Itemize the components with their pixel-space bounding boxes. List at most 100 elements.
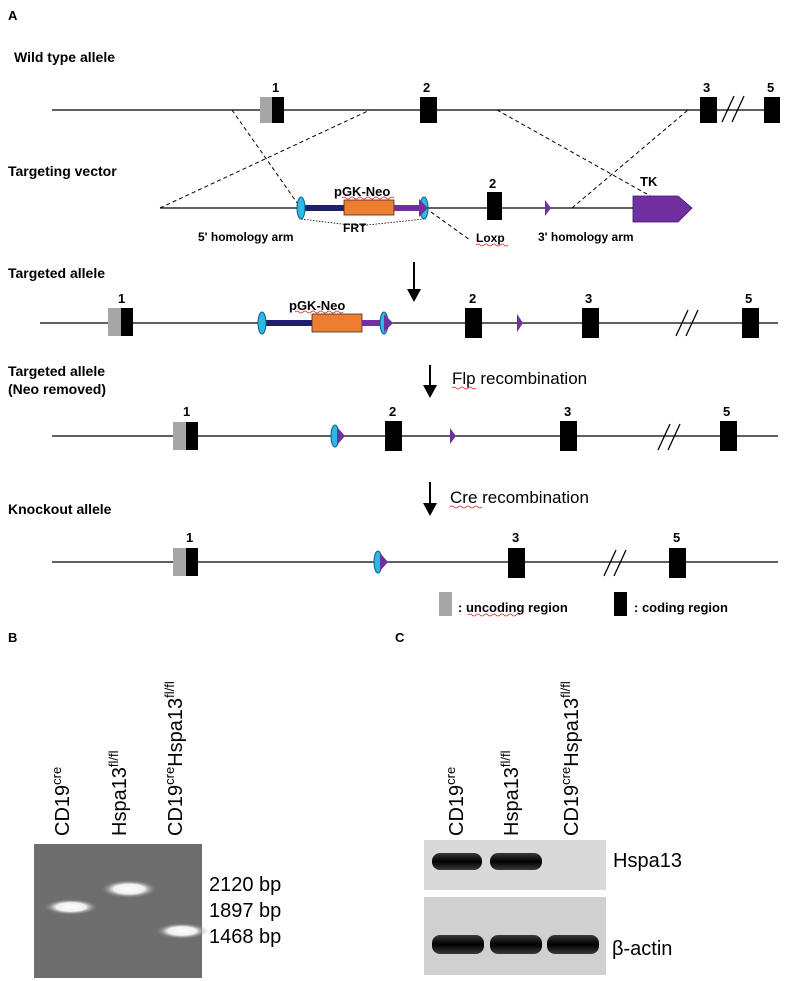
ta-exon5: [742, 308, 759, 338]
loxp-site-2-icon: [545, 200, 551, 216]
nr-exon2: [385, 421, 402, 451]
frt-dotted-bracket: [300, 218, 425, 227]
frt-site-left-icon: [296, 196, 306, 220]
ta-exon1-number: 1: [118, 291, 125, 306]
blot-hspa13-lane1-band: [432, 853, 482, 870]
vector-label-neo: pGK-Neo: [334, 184, 390, 199]
panel-b-lane-1-label: CD19cre: [49, 767, 74, 836]
legend-coding-swatch: [614, 592, 627, 616]
legend: : uncoding region : coding region: [439, 592, 728, 617]
marker-1897: 1897 bp: [209, 900, 281, 922]
vector-exon2-number: 2: [489, 176, 496, 191]
panel-c-lane-labels: CD19cre Hspa13fl/fl CD19creHspa13fl/fl: [443, 681, 583, 836]
panel-c-lane-2-label: Hspa13fl/fl: [498, 750, 523, 836]
wt-break-1: [721, 95, 735, 123]
ta-exon3: [582, 308, 599, 338]
wt-exon5-number: 5: [767, 80, 774, 95]
nr-exon1-coding: [186, 422, 198, 450]
row-label-neo-removed-1: Targeted allele: [8, 363, 105, 379]
blot-actin-lane1-band: [432, 935, 484, 954]
dash-line-4: [496, 109, 671, 208]
western-blot-actin: [424, 897, 606, 975]
row-label-knockout: Knockout allele: [8, 501, 112, 517]
ta-frt-left-icon: [257, 311, 267, 335]
ko-exon3-number: 3: [512, 530, 519, 545]
arrow-targeting: [407, 262, 421, 302]
nr-exon3-number: 3: [564, 404, 571, 419]
nr-break-2: [667, 423, 681, 451]
nr-exon5-number: 5: [723, 404, 730, 419]
homology-crossover-lines: [159, 109, 689, 209]
gel-band-lane2-2120bp: [101, 880, 157, 898]
panel-c-label: C: [395, 630, 405, 645]
tk-cassette: [632, 195, 693, 223]
ta-label-neo: pGK-Neo: [289, 298, 345, 313]
panel-a-label: A: [8, 8, 18, 23]
dash-line-3: [571, 109, 689, 209]
wt-break-2: [731, 95, 745, 123]
vector-label-loxp: Loxp: [476, 231, 505, 245]
ta-exon1-coding: [121, 308, 133, 336]
nr-loxp-2-icon: [450, 428, 456, 444]
nr-loxp-1-icon: [337, 427, 345, 445]
vector-arm: [302, 205, 344, 211]
nr-exon2-number: 2: [389, 404, 396, 419]
ko-exon1-number: 1: [186, 530, 193, 545]
ta-neo: [311, 313, 363, 333]
ko-exon3: [508, 548, 525, 578]
wt-exon2-number: 2: [423, 80, 430, 95]
nr-exon5: [720, 421, 737, 451]
blot-hspa13-lane2-band: [490, 853, 542, 870]
arrow-cre: [423, 482, 437, 516]
row-label-targeted: Targeted allele: [8, 265, 105, 281]
gel-band-lane1-1897bp: [44, 899, 98, 915]
loxp-dashed-pointer: [430, 211, 471, 241]
blot-actin-lane2-band: [490, 935, 542, 954]
vector-neo: [343, 199, 395, 216]
ta-break-2: [685, 309, 699, 337]
ko-exon1-uncoding: [173, 548, 186, 576]
gel-band-lane3-1468bp: [156, 923, 208, 939]
vector-arm-purple: [394, 205, 420, 211]
blot-label-actin: β-actin: [612, 938, 672, 960]
arrow-flp: [423, 365, 437, 398]
gel-size-markers: 2120 bp 1897 bp 1468 bp: [209, 874, 281, 948]
vector-label-3-homology: 3' homology arm: [538, 230, 634, 244]
knockout-allele: 1 3 5: [52, 530, 778, 578]
legend-uncoding-swatch: [439, 592, 452, 616]
dash-line-1: [159, 109, 371, 209]
ta-exon1-uncoding: [108, 308, 121, 336]
panel-c-lane-3-label: CD19creHspa13fl/fl: [558, 681, 583, 836]
agarose-gel: [34, 844, 208, 978]
panel-b-lane-labels: CD19cre Hspa13fl/fl CD19creHspa13fl/fl: [49, 681, 187, 836]
panel-b-lane-3-label: CD19creHspa13fl/fl: [162, 681, 187, 836]
ko-break-1: [603, 549, 617, 577]
ta-exon2-number: 2: [469, 291, 476, 306]
vector-label-frt: FRT: [343, 221, 367, 235]
nr-exon3: [560, 421, 577, 451]
ta-exon3-number: 3: [585, 291, 592, 306]
wt-exon1-coding: [272, 97, 284, 123]
marker-1468: 1468 bp: [209, 926, 281, 948]
spell-squiggle-ta-neo: [294, 310, 344, 314]
blot-actin-lane3-band: [547, 935, 599, 954]
legend-coding-label: : coding region: [634, 600, 728, 615]
wt-exon2: [420, 97, 437, 123]
ta-loxp-1-icon: [384, 314, 393, 332]
ko-exon1-coding: [186, 548, 198, 576]
wt-exon1-number: 1: [272, 80, 279, 95]
spell-squiggle-neo: [341, 196, 395, 200]
marker-2120: 2120 bp: [209, 874, 281, 896]
wt-exon3-number: 3: [703, 80, 710, 95]
panel-b-label: B: [8, 630, 17, 645]
legend-uncoding-label: : uncoding region: [458, 600, 568, 615]
wt-exon5: [764, 97, 780, 123]
spell-squiggle-uncoding: [467, 613, 521, 617]
wt-exon1-uncoding: [260, 97, 272, 123]
panel-c-lane-1-label: CD19cre: [443, 767, 468, 836]
ko-loxp-icon: [380, 553, 388, 571]
step-label-flp: Flp recombination: [452, 369, 587, 388]
spell-squiggle-flp: [451, 386, 477, 390]
spell-squiggle-cre: [449, 505, 483, 509]
